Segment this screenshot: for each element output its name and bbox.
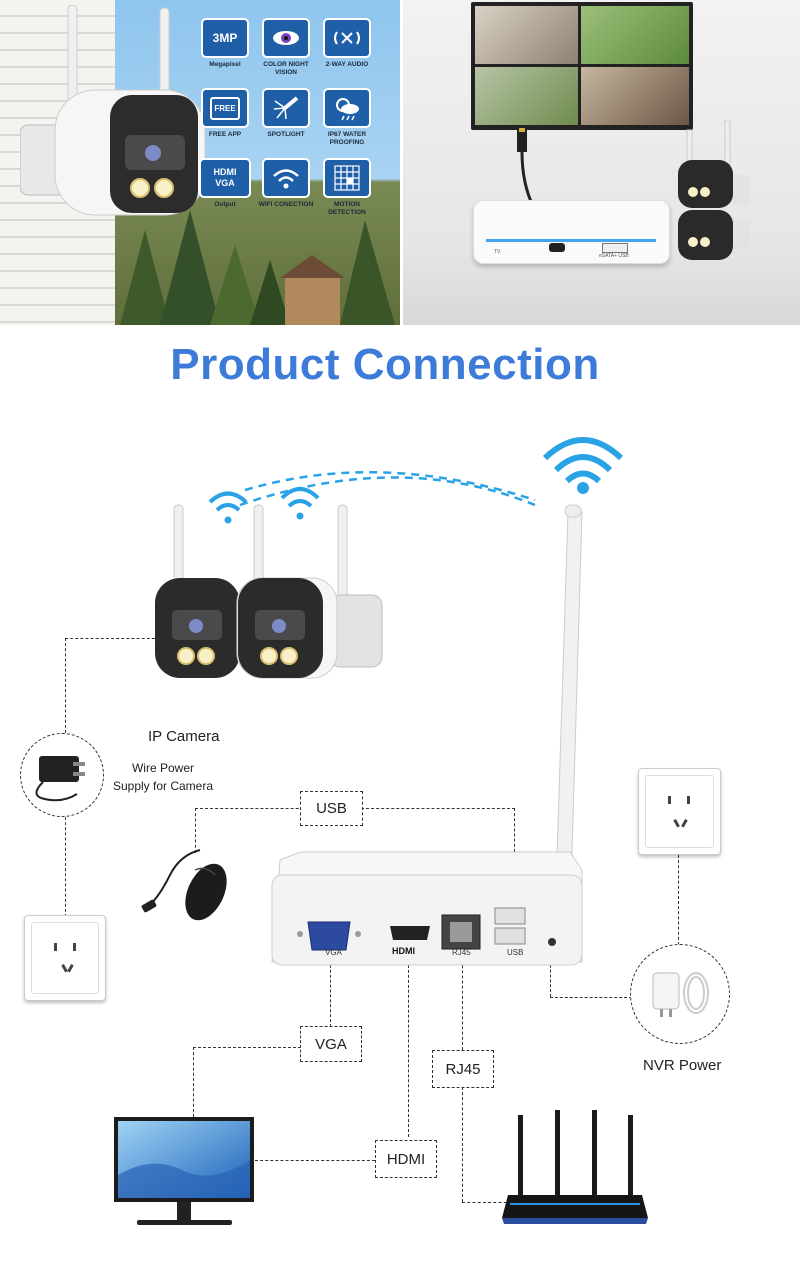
wire-rj45 [462,955,463,1050]
vga-tag: VGA [300,1026,362,1062]
nvr-kit-image: TV eSATA+ USB [403,0,800,325]
page-title: Product Connection [170,340,600,389]
monitor-image [114,1117,254,1225]
feature-3mp: 3MP Megapixel [196,18,254,69]
feature-2way-audio: 2-WAY AUDIO [318,18,376,69]
outlet-icon [668,796,690,828]
feature-banner: 3MP Megapixel COLOR NIGHT VISION 2-WAY A… [0,0,400,325]
feature-motion-detection: MOTION DETECTION [318,158,376,217]
weather-icon [323,88,371,128]
nvr-device [271,504,583,966]
hdmi-vga-icon: HDMI VGA [199,158,251,198]
camera-product-image [20,5,206,216]
audio-icon [323,18,371,58]
feature-wifi: WIFI CONECTION [257,158,315,209]
wall-outlet-right [638,768,721,855]
phone-icon: FREE [201,88,249,128]
power-adapter-icon [35,756,85,802]
port-rj45-label: RJ45 [452,948,471,957]
feature-hdmi-vga: HDMI VGA Output [196,158,254,209]
wire-camera-power [65,638,160,639]
small-cameras [678,120,750,260]
router-image [502,1110,648,1224]
power-adapter-icon [652,972,709,1017]
port-usb-label: USB [507,948,524,957]
nvr-power-label: NVR Power [643,1057,722,1074]
feature-free-app: FREE FREE APP [196,88,254,139]
tv-monitor [471,2,693,130]
nvr-power-adapter [630,944,730,1044]
feature-night-vision: COLOR NIGHT VISION [257,18,315,77]
wire-hdmi [408,955,409,1137]
ip-camera-label: IP Camera [148,728,220,745]
camera-power-adapter [20,733,104,817]
usb-mouse-image [141,849,227,921]
port-hdmi-label: HDMI [392,946,415,956]
outlet-icon [54,943,76,973]
wire-power-label: Wire Power [131,761,194,775]
supply-camera-label: Supply for Camera [112,779,214,793]
wall-outlet-left [24,915,106,1001]
port-vga-label: VGA [325,948,342,957]
spotlight-icon [262,88,310,128]
3mp-icon: 3MP [201,18,249,58]
nvr-device-small: TV eSATA+ USB [473,200,670,264]
hdmi-tag: HDMI [375,1140,437,1178]
wire-vga [330,955,331,1027]
feature-waterproof: IP67 WATER PROOFING [318,88,376,147]
ip-camera-image [155,504,383,679]
trees-background [120,210,395,325]
rj45-tag: RJ45 [432,1050,494,1088]
wire-nvr-power [550,955,551,997]
feature-spotlight: SPOTLIGHT [257,88,315,139]
wifi-icon [208,491,248,512]
wifi-icon [262,158,310,198]
usb-tag: USB [300,791,363,826]
grid-icon [323,158,371,198]
hdmi-cable [517,128,535,207]
eye-icon [262,18,310,58]
wifi-signals [208,437,624,524]
